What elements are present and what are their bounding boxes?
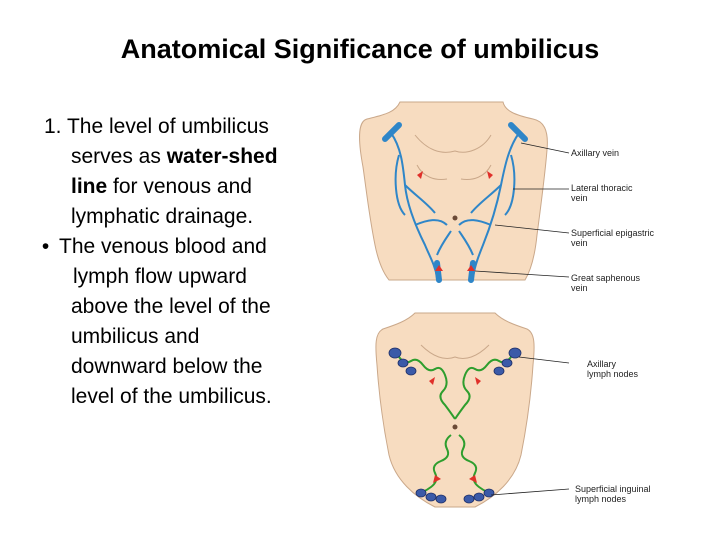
- point-2-line-1: • The venous blood and: [32, 232, 344, 262]
- lymph-torso: [375, 312, 570, 508]
- label-axillary-nodes: Axillary: [587, 359, 617, 369]
- flow-arrow-icons: [417, 171, 493, 271]
- flow-arrow-icons: [429, 377, 481, 483]
- point-2-line-2: lymph flow upward: [44, 262, 344, 292]
- label-inguinal-nodes: Superficial inguinal: [575, 484, 651, 494]
- anatomy-figure: Axillary vein Lateral thoracic vein Supe…: [355, 95, 700, 513]
- label-superficial-epigastric: Superficial epigastric: [571, 228, 655, 238]
- slide-body: 1. The level of umbilicus serves as wate…: [42, 112, 344, 412]
- point-2-line-4: umbilicus and: [44, 322, 344, 352]
- anatomy-illustration: [359, 101, 570, 508]
- point-2-line-text: level of the umbilicus.: [71, 385, 272, 408]
- point-2-line-text: umbilicus and: [71, 325, 200, 348]
- bullet-icon: •: [41, 235, 50, 258]
- slide-title: Anatomical Significance of umbilicus: [120, 34, 600, 64]
- label-lateral-thoracic: Lateral thoracic: [571, 183, 633, 193]
- point-2-line-3: above the level of the: [44, 292, 344, 322]
- point-1-line-1: 1. The level of umbilicus: [44, 112, 344, 142]
- point-1-emph-1: water-shed: [166, 145, 278, 168]
- umbilicus-icon: [452, 215, 458, 221]
- point-1-text-a: The level of umbilicus: [66, 115, 269, 138]
- label-axillary-nodes-2: lymph nodes: [587, 369, 639, 379]
- point-2-line-text: The venous blood and: [59, 235, 267, 258]
- point-1-text-d: lymphatic drainage.: [71, 205, 254, 228]
- label-superficial-epigastric-vein: vein: [571, 238, 588, 248]
- point-1-emph-2: line: [71, 175, 108, 198]
- point-1-line-2: serves as water-shed: [44, 142, 344, 172]
- lymph-node-icons: [388, 347, 522, 504]
- label-great-saphenous: Great saphenous: [571, 273, 641, 283]
- umbilicus-icon: [452, 424, 458, 430]
- label-great-saphenous-vein: vein: [571, 283, 588, 293]
- point-1-line-4: lymphatic drainage.: [44, 202, 344, 232]
- point-1-text-b: serves as: [71, 145, 167, 168]
- label-inguinal-nodes-2: lymph nodes: [575, 494, 627, 504]
- point-2-line-text: downward below the: [71, 355, 263, 378]
- point-1-text-c: for venous and: [107, 175, 252, 198]
- venous-torso: [359, 101, 570, 283]
- point-1-line-3: line for venous and: [44, 172, 344, 202]
- point-1-number: 1.: [44, 115, 62, 138]
- point-2-line-text: lymph flow upward: [73, 265, 247, 288]
- label-axillary-vein: Axillary vein: [571, 148, 620, 158]
- label-lateral-thoracic-vein: vein: [571, 193, 588, 203]
- point-2-line-text: above the level of the: [71, 295, 271, 318]
- point-2-line-6: level of the umbilicus.: [44, 382, 344, 412]
- point-2-line-5: downward below the: [44, 352, 344, 382]
